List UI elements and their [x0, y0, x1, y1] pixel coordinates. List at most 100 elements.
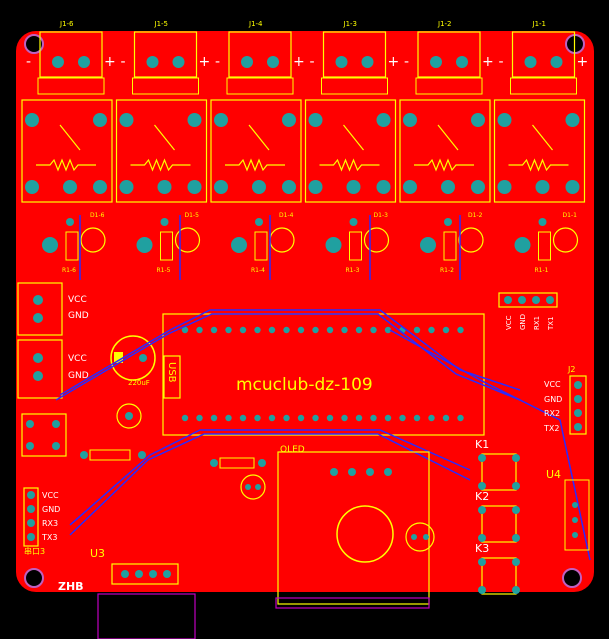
relay-led-label: D1-3	[374, 212, 389, 219]
cap-value-label: 220uF	[128, 379, 150, 387]
relay-led-label: D1-6	[90, 212, 105, 219]
mcu-pin-top	[181, 326, 189, 334]
mcu-pin-bottom	[225, 414, 232, 422]
relay-resistor-label: R1-4	[251, 267, 265, 274]
mcu-pin-bottom	[442, 414, 450, 422]
mcu-pin-top	[355, 326, 363, 334]
key-label: K2	[475, 490, 489, 503]
mcu-pin-bottom	[312, 414, 319, 422]
buzzer	[116, 403, 142, 429]
mcu-pin-top	[442, 326, 450, 334]
resistor-small	[80, 449, 146, 461]
relay-connector-label: J1-6	[59, 20, 74, 28]
mcu-pin-top	[341, 326, 348, 334]
j3-rx: RX3	[42, 519, 58, 528]
mcu-pin-bottom	[355, 414, 363, 422]
mcu-pin-bottom	[399, 414, 406, 422]
relay-row: J1-6-+D1-6R1-6J1-5-+D1-5R1-5J1-4-+D1-4R1…	[21, 20, 589, 274]
j2-rx: RX2	[544, 409, 560, 418]
key-label: K1	[475, 438, 489, 451]
relay-connector-label: J1-4	[248, 20, 263, 28]
mcu-pin-bottom	[413, 414, 421, 422]
mcu-pin-bottom	[457, 414, 464, 422]
j2-connector: J2 VCC GND RX2 TX2	[543, 365, 587, 435]
terminal-plus: +	[577, 54, 589, 70]
relay-connector-label: J1-5	[154, 20, 169, 28]
led-small	[210, 457, 266, 500]
mcu-pin-bottom	[297, 414, 305, 422]
mcu-pin-bottom	[370, 414, 377, 422]
mcu-pin-bottom	[268, 414, 276, 422]
designer-mark: ZHB	[58, 580, 84, 593]
relay-led-label: D1-5	[185, 212, 200, 219]
mcu-pin-top	[254, 326, 261, 334]
mcu-pin-top	[210, 326, 218, 334]
j3-title: 串口3	[24, 547, 45, 556]
j11-header: VCC GND RX1 TX1	[498, 292, 558, 331]
j3-gnd: GND	[42, 505, 60, 514]
usb-label: USB	[166, 362, 177, 383]
mcu-pin-top	[196, 326, 203, 334]
power-block-1: VCC GND	[17, 282, 89, 336]
relay-module: J1-5 - + D1-5R1-5	[115, 20, 211, 274]
relay-module: J1-4-+D1-4R1-4	[210, 20, 305, 274]
mcu-pin-top	[326, 326, 334, 334]
relay-resistor-label: R1-6	[62, 267, 76, 274]
terminal-plus: +	[104, 54, 116, 70]
mcu-pin-bottom	[210, 414, 218, 422]
terminal-minus: -	[499, 54, 504, 70]
j11-tx: TX1	[547, 316, 555, 331]
key-switch: K3	[475, 542, 520, 595]
mcu-pin-top	[225, 326, 232, 334]
mcu-pin-top	[370, 326, 377, 334]
terminal-plus: +	[388, 54, 400, 70]
relay-resistor-label: R1-5	[157, 267, 171, 274]
j2-vcc: VCC	[544, 380, 561, 389]
key-switch: K1	[475, 438, 520, 491]
mcu-pin-bottom	[239, 414, 247, 422]
terminal-minus: -	[121, 54, 126, 70]
mcu-pin-top	[384, 326, 392, 334]
mcu-pin-top	[428, 326, 435, 334]
mcu-pin-bottom	[254, 414, 261, 422]
terminal-minus: -	[215, 54, 220, 70]
oled-label: OLED	[280, 445, 305, 455]
j3-tx: TX3	[41, 533, 57, 542]
u3-label: U3	[90, 547, 105, 560]
terminal-plus: +	[199, 54, 211, 70]
mcu-pin-bottom	[341, 414, 348, 422]
mcu-pin-top	[413, 326, 421, 334]
relay-led-label: D1-2	[468, 212, 483, 219]
vcc-label-2: VCC	[68, 354, 87, 364]
u4-label: U4	[546, 468, 561, 481]
mcu-pin-bottom	[283, 414, 290, 422]
relay-resistor-label: R1-1	[535, 267, 549, 274]
relay-module: J1-3-+D1-3R1-3	[304, 20, 400, 274]
mcu-pin-bottom	[384, 414, 392, 422]
j2-gnd: GND	[544, 395, 562, 404]
j11-vcc: VCC	[505, 315, 513, 330]
j2-tx: TX2	[543, 424, 559, 433]
gnd-label-1: GND	[68, 311, 89, 321]
vcc-label-1: VCC	[68, 295, 87, 305]
relay-resistor-label: R1-2	[440, 267, 454, 274]
mcu-pin-top	[283, 326, 290, 334]
j11-gnd: GND	[519, 314, 527, 330]
relay-module: J1-2-+D1-2R1-2	[399, 20, 494, 274]
power-block-2: VCC GND	[17, 339, 89, 399]
relay-module: J1-6-+D1-6R1-6	[21, 20, 116, 274]
mcu-pin-bottom	[326, 414, 334, 422]
mcu-pin-top	[457, 326, 464, 334]
mcu-pin-bottom	[196, 414, 203, 422]
j11-rx: RX1	[533, 316, 541, 330]
mcu-pin-top	[312, 326, 319, 334]
usb-footprint: USB	[163, 355, 181, 399]
terminal-plus: +	[482, 54, 494, 70]
capacitor-220uf: USB	[110, 335, 156, 381]
oled-keepout	[275, 597, 430, 609]
mcu-pin-rows	[181, 326, 464, 422]
relay-module: J1-1-+D1-1R1-1	[493, 20, 589, 274]
relay-led-label: D1-4	[279, 212, 294, 219]
relay-connector-label: J1-2	[437, 20, 452, 28]
